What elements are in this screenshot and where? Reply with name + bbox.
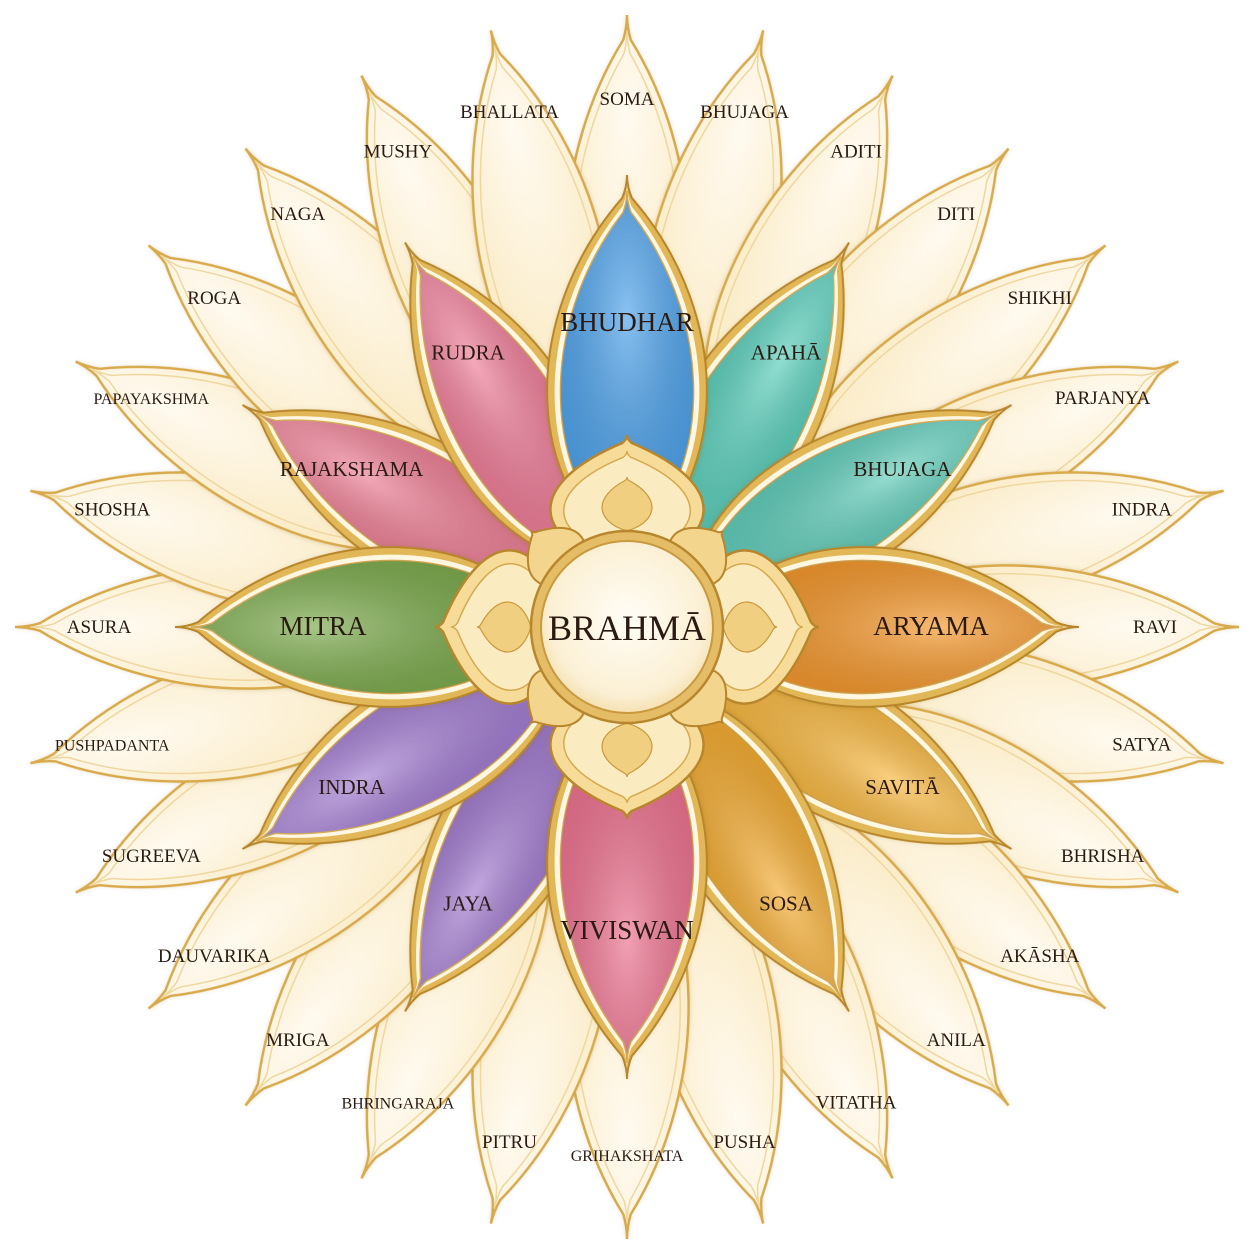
center-circle [540, 540, 714, 714]
outer-petal-label: PUSHPADANTA [55, 738, 170, 755]
outer-petal-label: BHRISHA [1061, 846, 1145, 867]
center-ornament-petal [549, 685, 705, 820]
labels-layer: SOMA BHUJAGA ADITI DITI SHIKHI PARJANYA INDRA R… [55, 89, 1177, 1165]
inner-petal [241, 404, 568, 605]
inner-petal-label: BHUJAGA [853, 457, 952, 481]
outer-petal-label: PUSHA [713, 1132, 776, 1153]
outer-petal-label: ANILA [927, 1030, 986, 1051]
inner-petal-label: JAYA [443, 891, 493, 915]
outer-petal-label: ASURA [67, 617, 132, 638]
center-ornament-petal [434, 549, 569, 705]
ornament-motif [476, 601, 532, 653]
inner-petal-label: RUDRA [431, 341, 505, 365]
inner-petal [404, 686, 605, 1013]
outer-petal-label: SATYA [1112, 735, 1171, 756]
ornament-motif [722, 601, 778, 653]
inner-petal-label: SAVITĀ [865, 775, 940, 799]
inner-petal-label: ARYAMA [873, 611, 989, 641]
outer-petal-label: BHRINGARAJA [341, 1096, 454, 1113]
outer-petal-label: MUSHY [364, 141, 433, 162]
outer-petal-label: SUGREEVA [102, 846, 201, 867]
outer-petal-label: AKĀSHA [1000, 946, 1079, 967]
inner-petal [649, 686, 850, 1013]
center-ornament-petal [549, 434, 705, 569]
inner-petal-label: BHUDHAR [560, 307, 694, 337]
inner-petal-shading [413, 696, 594, 998]
inner-petal-shading [660, 256, 841, 558]
outer-petal-label: ROGA [187, 288, 241, 309]
inner-petal [686, 404, 1013, 605]
inner-petal-label: SOSA [759, 891, 814, 915]
ornament-motif [601, 476, 653, 532]
outer-petal-label: SHOSHA [74, 500, 150, 521]
outer-petal-label: PAPAYAKSHMA [93, 391, 209, 408]
outer-petal-label: ADITI [830, 141, 882, 162]
inner-petal-shading [696, 660, 998, 841]
inner-petal [241, 649, 568, 850]
inner-petal-label: APAHĀ [751, 341, 822, 365]
inner-petal-label: INDRA [318, 775, 385, 799]
outer-petal-label: DAUVARIKA [158, 946, 271, 967]
outer-petal-label: MRIGA [266, 1030, 330, 1051]
inner-petal-shading [256, 660, 558, 841]
center-hub: BRAHMĀ [434, 434, 820, 820]
inner-petal-label: RAJAKSHAMA [280, 457, 424, 481]
inner-petal-shading [696, 413, 998, 594]
outer-petal-label: DITI [937, 204, 975, 225]
outer-petal-label: SHIKHI [1008, 288, 1072, 309]
outer-petal-label: BHALLATA [460, 102, 559, 123]
outer-petal-label: PARJANYA [1055, 388, 1151, 409]
outer-petal-label: NAGA [270, 204, 325, 225]
outer-petal-label: VITATHA [816, 1093, 897, 1114]
ornament-motif [601, 722, 653, 778]
outer-petal-label: INDRA [1112, 500, 1172, 521]
center-ornament-petal [685, 549, 820, 705]
inner-petal-shading [256, 413, 558, 594]
inner-petal-shading [413, 256, 594, 558]
outer-petal-label: PITRU [482, 1132, 537, 1153]
outer-petal-label: RAVI [1133, 617, 1177, 638]
center-label: BRAHMĀ [548, 608, 706, 648]
outer-petal-label: GRIHAKSHATA [571, 1148, 684, 1165]
inner-petal [649, 241, 850, 568]
outer-petal-label: BHUJAGA [700, 102, 789, 123]
outer-petal-label: SOMA [600, 89, 655, 110]
inner-petal-label: MITRA [280, 611, 368, 641]
inner-petal-label: VIVISWAN [560, 915, 693, 945]
inner-petal-shading [660, 696, 841, 998]
